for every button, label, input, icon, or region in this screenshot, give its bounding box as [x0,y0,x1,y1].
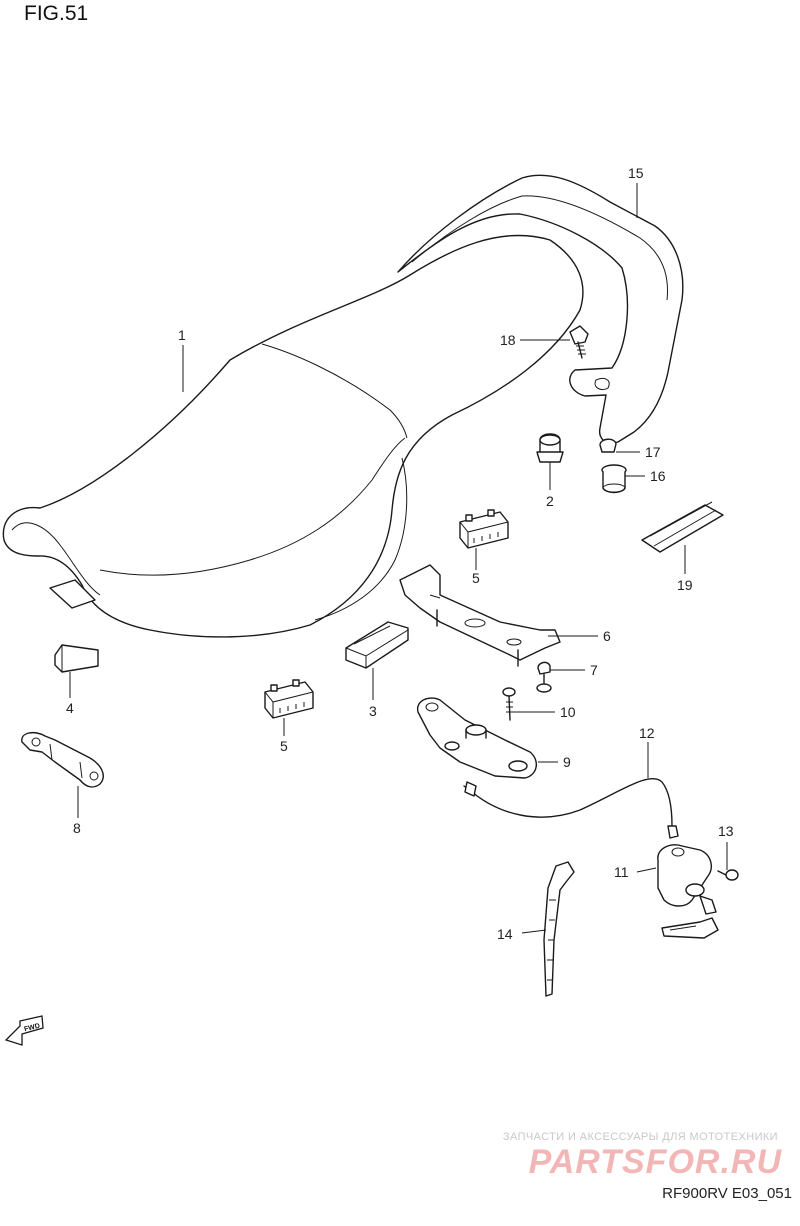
callout-12: 12 [639,725,655,741]
part-9-lock-bracket [416,697,537,779]
callout-17: 17 [645,444,661,460]
callout-1: 1 [178,327,186,343]
callout-15: 15 [628,165,644,181]
figure-code: RF900RV E03_051 [662,1185,792,1202]
part-5-lower-block [264,679,314,719]
part-19-strap [641,501,724,553]
callout-labels: 1 15 18 2 17 16 19 5 6 7 3 4 5 10 9 8 12… [66,165,734,942]
callout-5-lower: 5 [280,738,288,754]
part-13-screw [717,869,739,881]
part-5-upper-block [459,509,509,549]
callout-9: 9 [563,754,571,770]
part-6-bracket-plate [399,564,561,667]
part-3-rubber-block [345,621,409,669]
callout-5-upper: 5 [472,570,480,586]
fwd-label: FWD [24,1023,41,1034]
callout-3: 3 [369,703,377,719]
callout-11: 11 [614,864,629,880]
callout-14: 14 [497,926,513,942]
callout-4: 4 [66,700,74,716]
part-18-bolt [569,325,589,359]
callout-2: 2 [546,493,554,509]
watermark-tagline: ЗАПЧАСТИ И АКСЕССУАРЫ ДЛЯ МОТОТЕХНИКИ [502,1131,778,1143]
fwd-arrow-icon: FWD [4,1015,44,1046]
callout-10: 10 [560,704,576,720]
part-11-seat-lock [657,844,719,939]
part-2-damper [536,433,564,463]
part-10-screw [502,687,516,721]
callout-18: 18 [500,332,516,348]
part-1-seat [2,234,584,638]
leader-lines [69,183,728,934]
part-17-cushion [599,438,617,453]
callout-19: 19 [677,577,693,593]
callout-7: 7 [590,662,598,678]
part-8-bracket [21,731,104,788]
part-14-strap [543,861,575,997]
callout-13: 13 [718,823,734,839]
callout-6: 6 [603,628,611,644]
callout-16: 16 [650,468,666,484]
figure-title: FIG.51 [24,2,89,25]
watermark-logo: PARTSFOR.RU [528,1143,782,1181]
part-4-rubber-pad [54,644,99,673]
part-7-bolt [536,661,552,693]
part-16-grommet [601,464,627,494]
callout-8: 8 [73,820,81,836]
part-12-cable [463,777,679,839]
